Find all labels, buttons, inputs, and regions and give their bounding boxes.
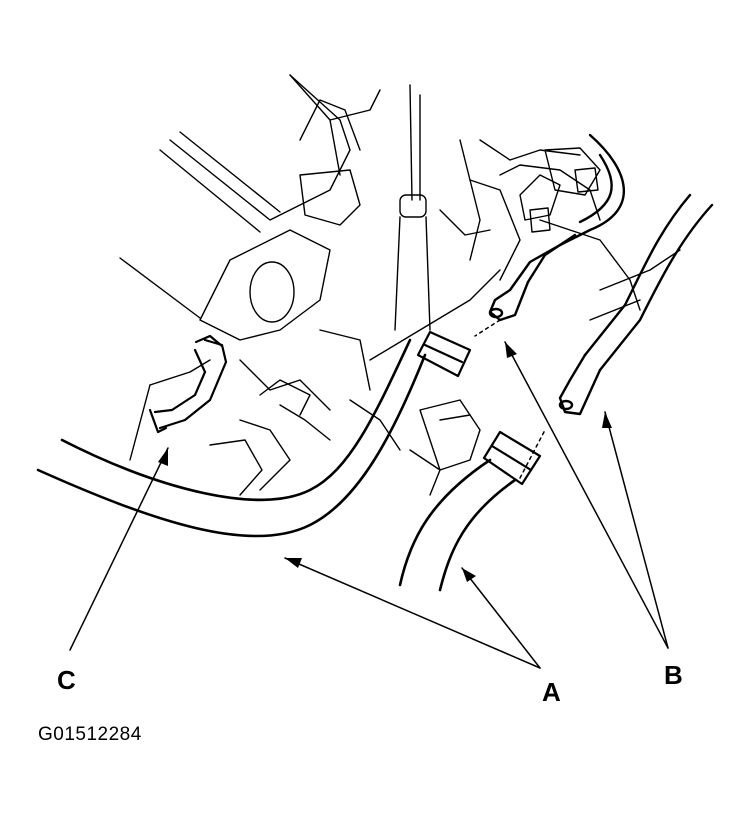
fuel-pipe-lower xyxy=(558,193,714,416)
arrowhead-a2 xyxy=(462,568,476,582)
arrowhead-b1 xyxy=(505,342,517,358)
fuel-pipe-upper xyxy=(488,133,626,322)
figure-id: G01512284 xyxy=(38,724,142,745)
hose-clamp-lower xyxy=(482,430,542,486)
arrowhead-b2 xyxy=(602,412,612,428)
engine-block-outline xyxy=(119,74,681,496)
callout-c: C xyxy=(57,665,76,695)
hose-clamp-main xyxy=(416,330,472,378)
callout-a: A xyxy=(542,677,561,707)
leader-lines xyxy=(69,319,669,669)
arrowheads xyxy=(158,342,612,582)
fuel-hose-lower xyxy=(398,458,517,592)
hose-clip xyxy=(148,334,228,434)
arrowhead-c xyxy=(158,448,168,466)
callout-b: B xyxy=(664,660,683,690)
arrowhead-a1 xyxy=(285,558,302,568)
fuel-hose-main xyxy=(36,338,427,538)
